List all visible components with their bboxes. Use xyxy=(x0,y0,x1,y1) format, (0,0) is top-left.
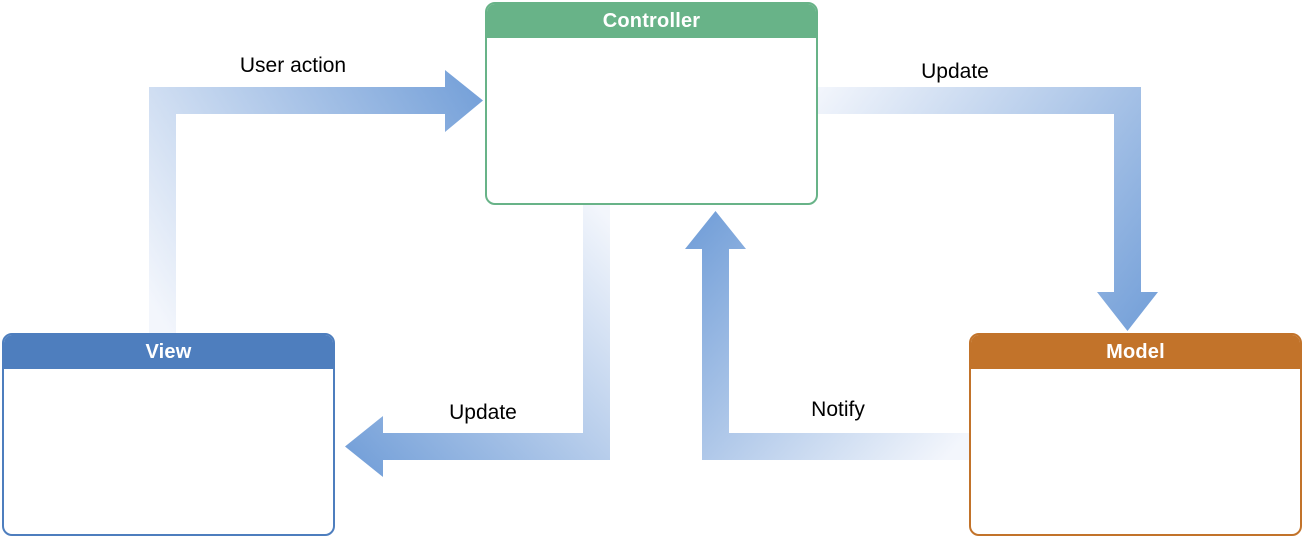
edge-label-update-model: Update xyxy=(921,60,989,83)
arrow-update-view xyxy=(345,205,610,477)
node-view: View xyxy=(2,333,335,536)
node-controller-title: Controller xyxy=(602,9,701,32)
edge-label-update-view: Update xyxy=(449,401,517,424)
arrow-user-action xyxy=(149,70,483,333)
arrow-notify xyxy=(685,211,969,460)
node-controller-header: Controller xyxy=(487,4,816,38)
node-controller: Controller xyxy=(485,2,818,205)
node-view-header: View xyxy=(4,335,333,369)
node-view-title: View xyxy=(145,340,192,363)
node-model-title: Model xyxy=(1106,340,1165,363)
arrow-update-model xyxy=(818,87,1158,331)
edge-label-notify: Notify xyxy=(811,398,865,421)
node-model-header: Model xyxy=(971,335,1300,369)
node-model: Model xyxy=(969,333,1302,536)
edge-label-user-action: User action xyxy=(239,54,347,77)
